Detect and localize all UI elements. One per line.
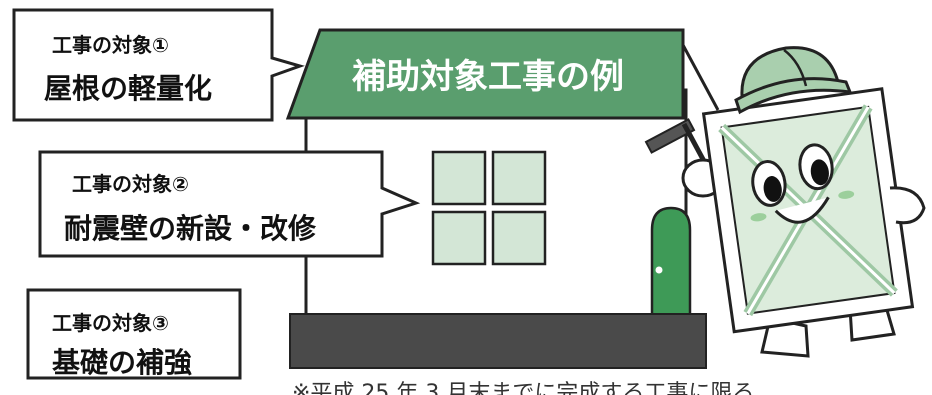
callout-heading: 工事の対象② <box>72 172 189 196</box>
helmet-icon <box>734 46 853 115</box>
door <box>650 206 692 318</box>
callout-foundation: 工事の対象③ 基礎の補強 <box>26 288 242 380</box>
window <box>431 150 547 266</box>
callout-roof-lightening: 工事の対象① 屋根の軽量化 <box>12 8 305 122</box>
callout-heading: 工事の対象① <box>52 33 169 57</box>
callout-title: 耐震壁の新設・改修 <box>64 212 317 245</box>
house-illustration: 補助対象工事の例 <box>285 28 720 369</box>
window-mascot-character <box>644 46 926 358</box>
callout-title: 屋根の軽量化 <box>44 72 212 105</box>
callout-heading: 工事の対象③ <box>52 311 169 335</box>
callout-shear-wall: 工事の対象② 耐震壁の新設・改修 <box>38 150 421 258</box>
roof-title: 補助対象工事の例 <box>352 57 624 97</box>
foundation <box>289 313 707 369</box>
callout-title: 基礎の補強 <box>52 346 192 379</box>
roof <box>285 28 685 120</box>
footnote: ※平成 25 年 3 月末までに完成する工事に限る <box>292 381 754 395</box>
